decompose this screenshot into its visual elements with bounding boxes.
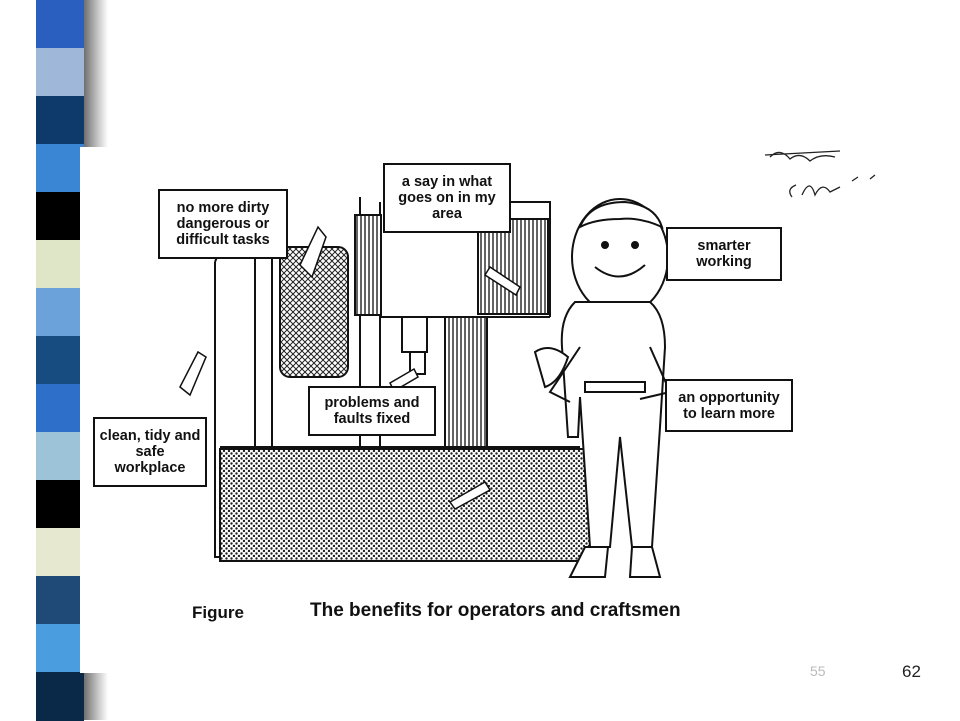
label-dirty-tasks: no more dirty dangerous or difficult tas… [158,189,288,259]
decorative-stripe [0,0,108,721]
stripe-segment [36,192,84,241]
label-clean: clean, tidy and safe workplace [93,417,207,487]
scanned-figure: no more dirty dangerous or difficult tas… [80,147,906,673]
hanging-tags [179,225,521,510]
label-problems: problems and faults fixed [308,386,436,436]
stripe-segment [36,240,84,289]
faint-page-number: 55 [810,663,826,679]
label-smarter: smarter working [666,227,782,281]
stripe-segment [36,48,84,97]
operator-figure [533,198,672,578]
stripe-segment [36,576,84,625]
stripe-segment [36,480,84,529]
machine-base [219,448,591,562]
figure-caption: The benefits for operators and craftsmen [310,600,681,621]
stripe-segment [36,0,84,49]
stripe-segment [36,528,84,577]
figure-label: Figure [192,603,244,622]
stripe-segment [36,432,84,481]
stripe-segment [36,288,84,337]
machine-illustration [179,150,876,578]
stripe-segment [36,336,84,385]
stripe-segment [36,96,84,145]
handwritten-notes [764,150,876,198]
page-number: 62 [902,662,921,681]
stripe-segment [36,672,84,721]
machine-body [214,197,580,558]
label-say: a say in what goes on in my area [383,163,511,233]
stripe-segment [36,144,84,193]
stripe-segment [36,384,84,433]
label-opportunity: an opportunity to learn more [665,379,793,432]
stripe-segment [36,624,84,673]
